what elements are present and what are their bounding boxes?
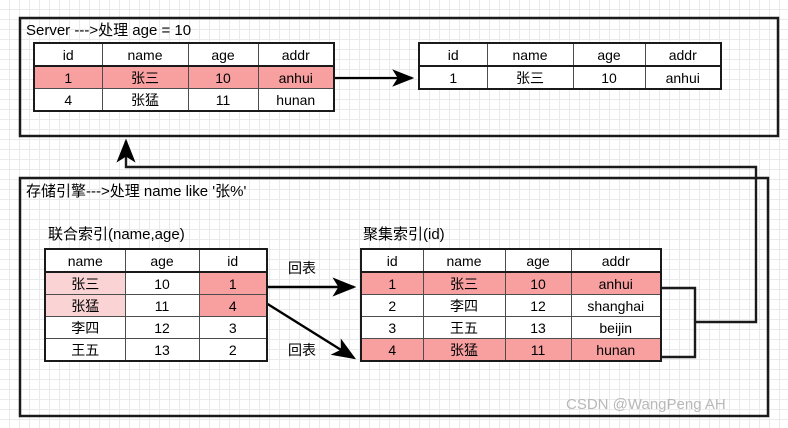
table-cell: 12 bbox=[124, 316, 200, 339]
table-header-cell: name bbox=[101, 42, 189, 67]
table-header-cell: name bbox=[486, 42, 574, 67]
table-row: 张三 10 1 bbox=[44, 271, 268, 295]
table-header-cell: age bbox=[124, 248, 200, 273]
table-header-row: id name age addr bbox=[360, 248, 662, 273]
table-cell: 11 bbox=[124, 294, 200, 317]
lookup-label-bottom: 回表 bbox=[288, 342, 316, 358]
table-row: 2 李四 12 shanghai bbox=[360, 294, 662, 317]
server-box-label: Server --->处理 age = 10 bbox=[26, 22, 192, 39]
table-header-cell: age bbox=[504, 248, 572, 273]
table-row: 3 王五 13 beijin bbox=[360, 316, 662, 339]
table-cell: 王五 bbox=[44, 338, 126, 362]
table-cell: anhui bbox=[257, 65, 335, 89]
table-row: 张猛 11 4 bbox=[44, 294, 268, 317]
table-cell: 张三 bbox=[101, 65, 189, 89]
table-header-cell: age bbox=[572, 42, 646, 67]
table-header-cell: id bbox=[360, 248, 424, 273]
table-header-row: id name age addr bbox=[418, 42, 722, 67]
table-cell: beijin bbox=[570, 316, 662, 339]
table-cell: 3 bbox=[198, 316, 268, 339]
table-cell: shanghai bbox=[570, 294, 662, 317]
table-row: 1 张三 10 anhui bbox=[418, 65, 722, 90]
clustered-index-table: id name age addr 1 张三 10 anhui 2 李四 12 s… bbox=[360, 248, 662, 362]
table-cell: anhui bbox=[570, 271, 662, 295]
table-header-row: id name age addr bbox=[33, 42, 335, 67]
table-header-cell: addr bbox=[257, 42, 335, 67]
table-cell: 王五 bbox=[422, 316, 506, 339]
table-header-cell: addr bbox=[644, 42, 722, 67]
table-cell: 2 bbox=[198, 338, 268, 362]
table-row: 4 张猛 11 hunan bbox=[33, 88, 335, 112]
server-left-table: id name age addr 1 张三 10 anhui 4 张猛 11 h… bbox=[33, 42, 335, 112]
table-cell: 4 bbox=[198, 294, 268, 317]
table-cell: 11 bbox=[187, 88, 259, 112]
table-header-cell: id bbox=[33, 42, 103, 67]
table-cell: hunan bbox=[257, 88, 335, 112]
table-row: 4 张猛 11 hunan bbox=[360, 338, 662, 362]
table-cell: 李四 bbox=[44, 316, 126, 339]
table-cell: 张猛 bbox=[422, 338, 506, 362]
engine-box-label: 存储引擎--->处理 name like '张%' bbox=[26, 183, 247, 200]
table-cell: 4 bbox=[33, 88, 103, 112]
table-header-cell: addr bbox=[570, 248, 662, 273]
table-cell: 张猛 bbox=[101, 88, 189, 112]
table-row: 1 张三 10 anhui bbox=[33, 65, 335, 89]
table-cell: 1 bbox=[360, 271, 424, 295]
clustered-index-title: 聚集索引(id) bbox=[363, 226, 445, 243]
table-cell: 2 bbox=[360, 294, 424, 317]
table-row: 王五 13 2 bbox=[44, 338, 268, 362]
secondary-index-title: 联合索引(name,age) bbox=[48, 226, 185, 243]
table-cell: hunan bbox=[570, 338, 662, 362]
table-cell: anhui bbox=[644, 65, 722, 90]
table-cell: 张三 bbox=[486, 65, 574, 90]
table-cell: 10 bbox=[124, 271, 200, 295]
table-header-cell: id bbox=[198, 248, 268, 273]
table-cell: 10 bbox=[504, 271, 572, 295]
table-cell: 10 bbox=[187, 65, 259, 89]
table-header-row: name age id bbox=[44, 248, 268, 273]
server-right-table: id name age addr 1 张三 10 anhui bbox=[418, 42, 722, 90]
watermark: CSDN @WangPeng AH bbox=[566, 396, 726, 413]
table-row: 1 张三 10 anhui bbox=[360, 271, 662, 295]
table-cell: 1 bbox=[198, 271, 268, 295]
table-cell: 张猛 bbox=[44, 294, 126, 317]
table-cell: 11 bbox=[504, 338, 572, 362]
table-row: 李四 12 3 bbox=[44, 316, 268, 339]
table-cell: 3 bbox=[360, 316, 424, 339]
table-cell: 13 bbox=[124, 338, 200, 362]
table-cell: 1 bbox=[418, 65, 488, 90]
table-cell: 13 bbox=[504, 316, 572, 339]
table-cell: 12 bbox=[504, 294, 572, 317]
table-cell: 10 bbox=[572, 65, 646, 90]
secondary-index-table: name age id 张三 10 1 张猛 11 4 李四 12 3 王五 1 bbox=[44, 248, 268, 362]
table-cell: 李四 bbox=[422, 294, 506, 317]
table-cell: 张三 bbox=[422, 271, 506, 295]
table-header-cell: name bbox=[422, 248, 506, 273]
lookup-label-top: 回表 bbox=[288, 260, 316, 276]
table-cell: 1 bbox=[33, 65, 103, 89]
table-header-cell: id bbox=[418, 42, 488, 67]
table-header-cell: name bbox=[44, 248, 126, 273]
table-header-cell: age bbox=[187, 42, 259, 67]
table-cell: 张三 bbox=[44, 271, 126, 295]
table-cell: 4 bbox=[360, 338, 424, 362]
result-bracket bbox=[661, 286, 697, 359]
